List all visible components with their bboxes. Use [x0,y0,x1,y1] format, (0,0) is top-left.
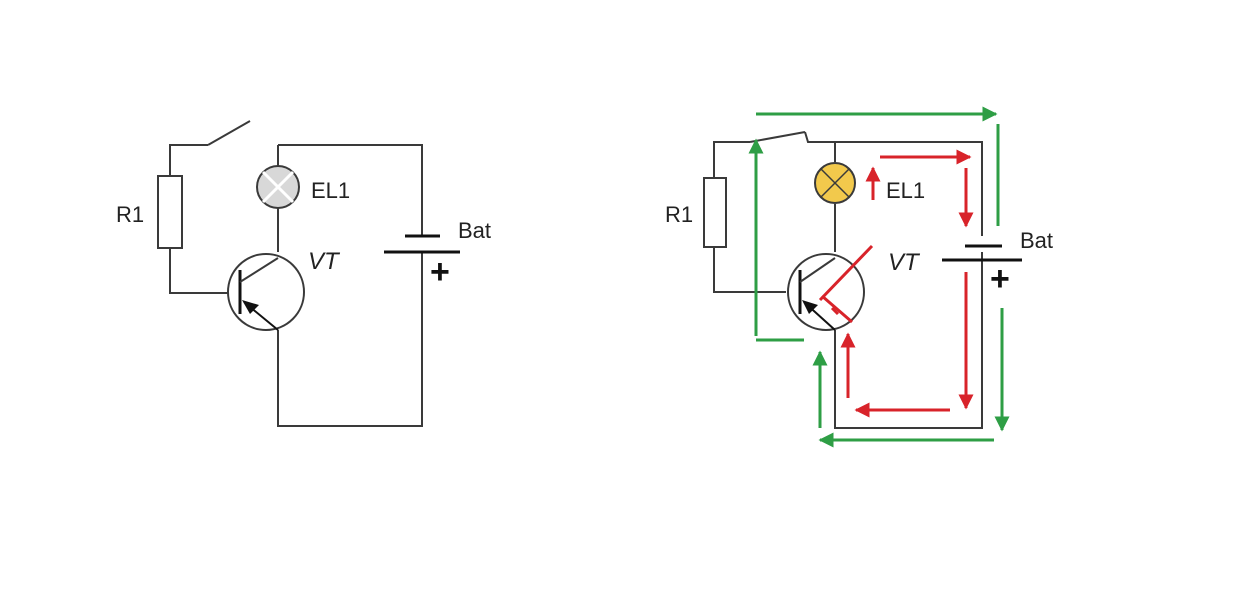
left-circuit: R1 EL1 VT Bat + [116,120,491,427]
right-r1-label: R1 [665,202,693,227]
right-wires [713,131,983,429]
right-plus-sign: + [990,260,1010,298]
base-current-arrows [748,106,1010,448]
left-wires [169,144,423,427]
right-lamp-el1 [814,162,856,204]
right-el1-label: EL1 [886,178,925,203]
collector-current-arrows [818,149,974,418]
left-resistor-r1 [157,175,183,249]
left-el1-label: EL1 [311,178,350,203]
left-battery [384,234,460,254]
left-lamp-el1 [256,165,300,209]
left-transistor-vt [227,253,305,331]
right-bat-label: Bat [1020,228,1053,253]
right-battery [942,244,1022,262]
left-r1-label: R1 [116,202,144,227]
left-bat-label: Bat [458,218,491,243]
right-switch-closed [749,131,806,143]
left-plus-sign: + [430,253,450,291]
right-resistor-r1 [703,177,727,248]
left-switch-open [207,120,251,146]
right-vt-label: VT [888,249,921,276]
right-circuit: R1 EL1 VT Bat + [665,106,1053,448]
left-vt-label: VT [308,248,341,275]
